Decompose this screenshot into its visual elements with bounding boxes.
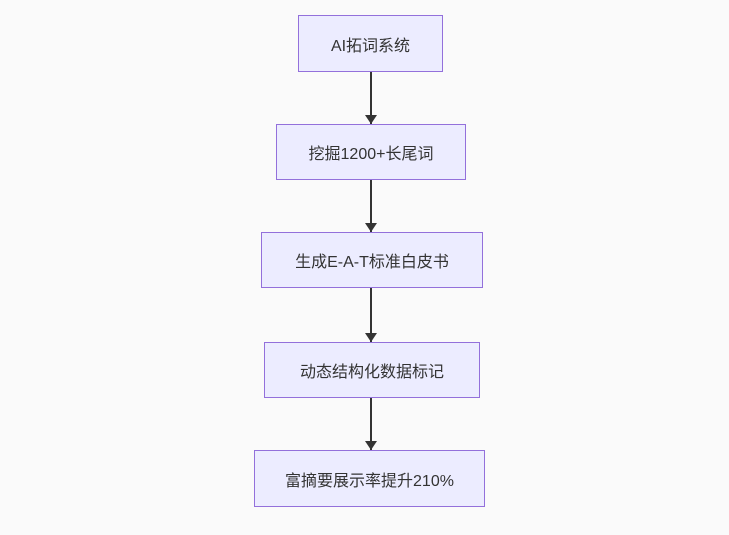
flow-node: 动态结构化数据标记	[264, 342, 480, 398]
flow-arrow	[370, 180, 372, 232]
flow-node-label: 生成E-A-T标准白皮书	[295, 254, 449, 271]
flow-arrow	[370, 288, 372, 342]
flow-node-label: 富摘要展示率提升210%	[285, 472, 454, 490]
flow-node: 生成E-A-T标准白皮书	[261, 232, 483, 288]
flow-node-label: AI拓词系统	[330, 37, 411, 55]
flow-node: AI拓词系统	[298, 15, 443, 72]
flow-node-label: 动态结构化数据标记	[299, 364, 444, 381]
flow-arrow	[370, 72, 372, 124]
flow-node: 挖掘1200+长尾词	[276, 124, 466, 180]
flow-node-label: 挖掘1200+长尾词	[308, 146, 434, 163]
flow-arrow	[370, 398, 372, 450]
flow-node: 富摘要展示率提升210%	[254, 450, 485, 507]
